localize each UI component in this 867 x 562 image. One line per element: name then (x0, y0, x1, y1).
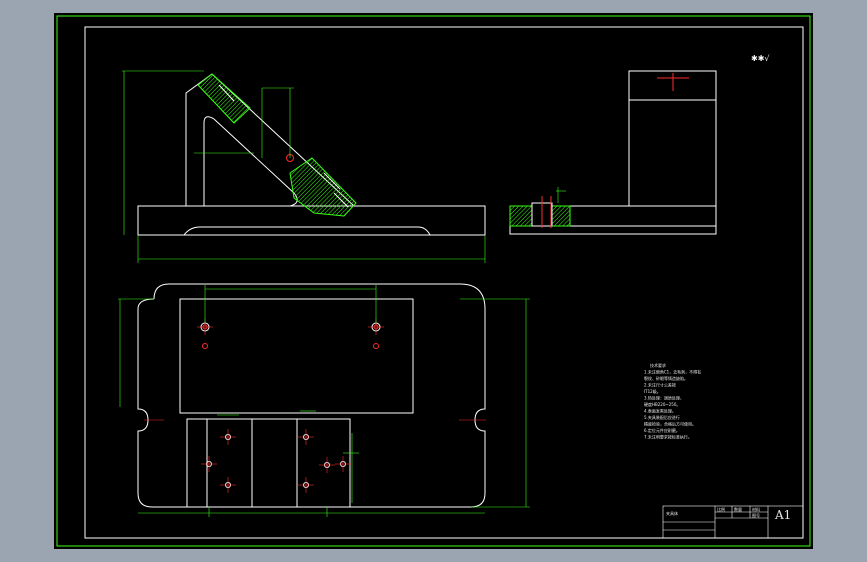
side-view-dims (556, 187, 566, 203)
top-slot-left (206, 418, 253, 508)
hatch-lower (289, 157, 357, 217)
tech-requirements-line: 2.未注尺寸公差按 (644, 382, 676, 388)
hatch-upper (197, 73, 251, 124)
title-block (662, 505, 804, 539)
angle-bracket (185, 73, 355, 207)
drawing-sheet: ✱✱√ (54, 13, 813, 549)
top-slot-right (296, 418, 351, 508)
title-block-cell: 材料 (752, 506, 760, 512)
sheet-size-label: A1 (774, 508, 791, 522)
tech-requirements-line: 3.热处理：调质处理， (644, 395, 684, 401)
side-view (509, 70, 717, 235)
tech-requirements: 技术要求1.未注倒角C1，去毛刺，不得有裂纹、砂眼等铸造缺陷。2.未注尺寸公差按… (644, 362, 701, 440)
slot-line (218, 84, 235, 102)
top-view (137, 283, 486, 508)
top-view-dims (118, 285, 530, 517)
tech-requirements-line: 1.未注倒角C1，去毛刺，不得有 (644, 369, 701, 375)
front-view (137, 73, 486, 236)
tech-requirements-line: 6.定位元件应耐磨。 (644, 427, 680, 433)
tech-requirements-line: 硬度HB220~250。 (644, 401, 680, 407)
inner-border (84, 26, 804, 539)
tech-requirements-line: 精度检验，合格后方可使用。 (644, 421, 696, 427)
tech-requirements-line: 5.夹具装配后应进行 (644, 414, 680, 420)
outer-frame (56, 15, 811, 547)
tech-requirements-title: 技术要求 (650, 362, 666, 368)
title-block-cell: 比例 (717, 506, 725, 512)
drawing-canvas: ✱✱√ (56, 15, 811, 547)
title-block-cell: 数量 (734, 506, 742, 512)
slot-line (333, 192, 349, 208)
base-relief (183, 226, 431, 236)
tech-requirements-line: 裂纹、砂眼等铸造缺陷。 (644, 375, 688, 381)
bracket-inner (203, 116, 298, 207)
roughness-symbol: ✱✱√ (751, 54, 770, 63)
front-view-dims (122, 70, 486, 263)
slot-line (323, 172, 341, 190)
top-pocket-left (186, 418, 298, 508)
title-block-name: 夹具体 (666, 510, 678, 516)
side-upright (628, 70, 717, 207)
tech-requirements-line: 4.表面发黑处理。 (644, 408, 676, 414)
hole (373, 343, 379, 349)
top-view-centerlines (144, 319, 486, 493)
tech-requirements-line: IT12级。 (644, 388, 661, 394)
tech-requirements-line: 7.未注明要求按标准执行。 (644, 434, 692, 440)
title-block-cell: 图号 (752, 512, 760, 518)
top-base-outline (137, 283, 486, 508)
top-upright-outline (179, 298, 414, 414)
hole (202, 343, 208, 349)
